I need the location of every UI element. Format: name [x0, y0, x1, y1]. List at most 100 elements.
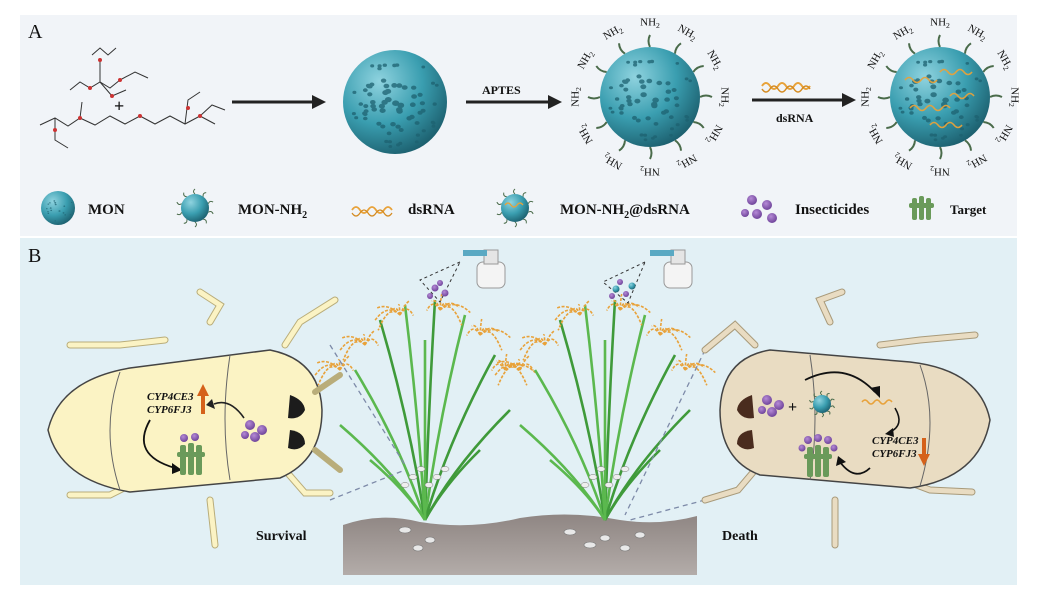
pore [958, 115, 964, 120]
pore [916, 98, 922, 103]
amine-stalk [964, 42, 972, 54]
pore [382, 63, 387, 67]
amine-stalk [937, 34, 941, 48]
pore [925, 118, 931, 123]
legend: MON MON-NH2 dsRNA MON-NH2@dsRNA Insectic… [41, 188, 987, 228]
rice-leaf [423, 354, 497, 521]
amine-stalk [649, 146, 653, 160]
amine-stalk [827, 410, 831, 415]
pore [411, 94, 417, 99]
pore [627, 102, 633, 107]
pore [898, 106, 903, 110]
right-plus: + [788, 399, 797, 416]
rice-panicle [341, 335, 366, 346]
rice-panicle [619, 305, 643, 326]
pore [904, 97, 910, 101]
nh2-label: NH2 [860, 87, 873, 107]
pore [946, 80, 953, 86]
pore [664, 97, 670, 102]
pore [414, 140, 419, 144]
spray-bottle-left [419, 249, 506, 303]
rice-panicle [339, 363, 355, 371]
legend-mon-nh2-dsrna: MON-NH2@dsRNA [560, 202, 690, 221]
pore [398, 128, 404, 132]
right-target-arrow [839, 461, 871, 475]
pore [643, 138, 648, 142]
pore [380, 78, 387, 83]
pore [909, 83, 914, 88]
pore [363, 109, 369, 114]
pore [387, 140, 392, 144]
pore [354, 116, 359, 120]
aptes-label: APTES [482, 83, 521, 97]
pore [935, 116, 941, 121]
pore [685, 115, 690, 119]
pore [930, 84, 937, 90]
amine-stalk [964, 139, 972, 151]
pore [396, 83, 403, 88]
amine-stalk [809, 399, 814, 403]
amine-stalk [814, 411, 818, 416]
pore [671, 88, 677, 92]
rice-panicle [399, 308, 415, 316]
right-entry-arrow [804, 371, 876, 393]
planthopper [588, 474, 598, 480]
pore [909, 111, 914, 115]
pore [417, 110, 423, 115]
amine-stalk [674, 139, 682, 151]
rice-panicle [611, 299, 621, 311]
pore [684, 77, 689, 81]
nh2-label: NH2 [717, 87, 730, 107]
pore [370, 64, 375, 68]
amine-stalk [202, 192, 207, 197]
nh2-label: NH2 [640, 17, 660, 30]
pore [49, 207, 52, 209]
pore [421, 65, 426, 69]
pore [652, 97, 659, 103]
amine-stalk [813, 393, 817, 398]
pore [619, 104, 625, 108]
pore [632, 115, 637, 120]
insect-survival [47, 288, 343, 549]
pore [47, 212, 50, 214]
pore [653, 122, 659, 126]
amine-stalk [193, 188, 196, 195]
legend-mon: MON [88, 202, 125, 218]
pore [62, 212, 65, 214]
right-nanoparticle [809, 390, 835, 418]
planthopper [596, 466, 606, 472]
pore [619, 83, 624, 88]
pore [951, 110, 957, 115]
rice-panicle [431, 299, 441, 311]
pore [643, 133, 648, 137]
amine-stalk [596, 121, 608, 129]
pore [608, 106, 613, 110]
pore [398, 141, 403, 145]
pore [924, 98, 931, 104]
pore [936, 78, 943, 84]
pore [69, 214, 72, 216]
amine-stalk [908, 140, 916, 152]
pore [634, 98, 641, 104]
dsrna-arrow-label: dsRNA [776, 111, 814, 125]
left-gene-2: CYP6FJ3 [147, 404, 192, 416]
pore [432, 102, 437, 106]
pore [916, 60, 920, 64]
amine-stalk [674, 42, 682, 54]
legend-insecticides-icon [741, 195, 777, 223]
pore [380, 124, 386, 129]
pore [395, 124, 401, 129]
pore [960, 127, 964, 131]
pore [409, 102, 416, 107]
right-gene-2: CYP6FJ3 [872, 448, 917, 460]
pore [646, 78, 653, 84]
pore [384, 139, 389, 144]
pore [916, 95, 922, 100]
amine-stalk [830, 398, 835, 402]
rice-leaf [369, 459, 427, 521]
pore [58, 210, 61, 212]
legend-target-icon [909, 196, 934, 220]
pore [388, 145, 393, 148]
pore [943, 135, 948, 139]
amine-stalk [176, 212, 183, 216]
